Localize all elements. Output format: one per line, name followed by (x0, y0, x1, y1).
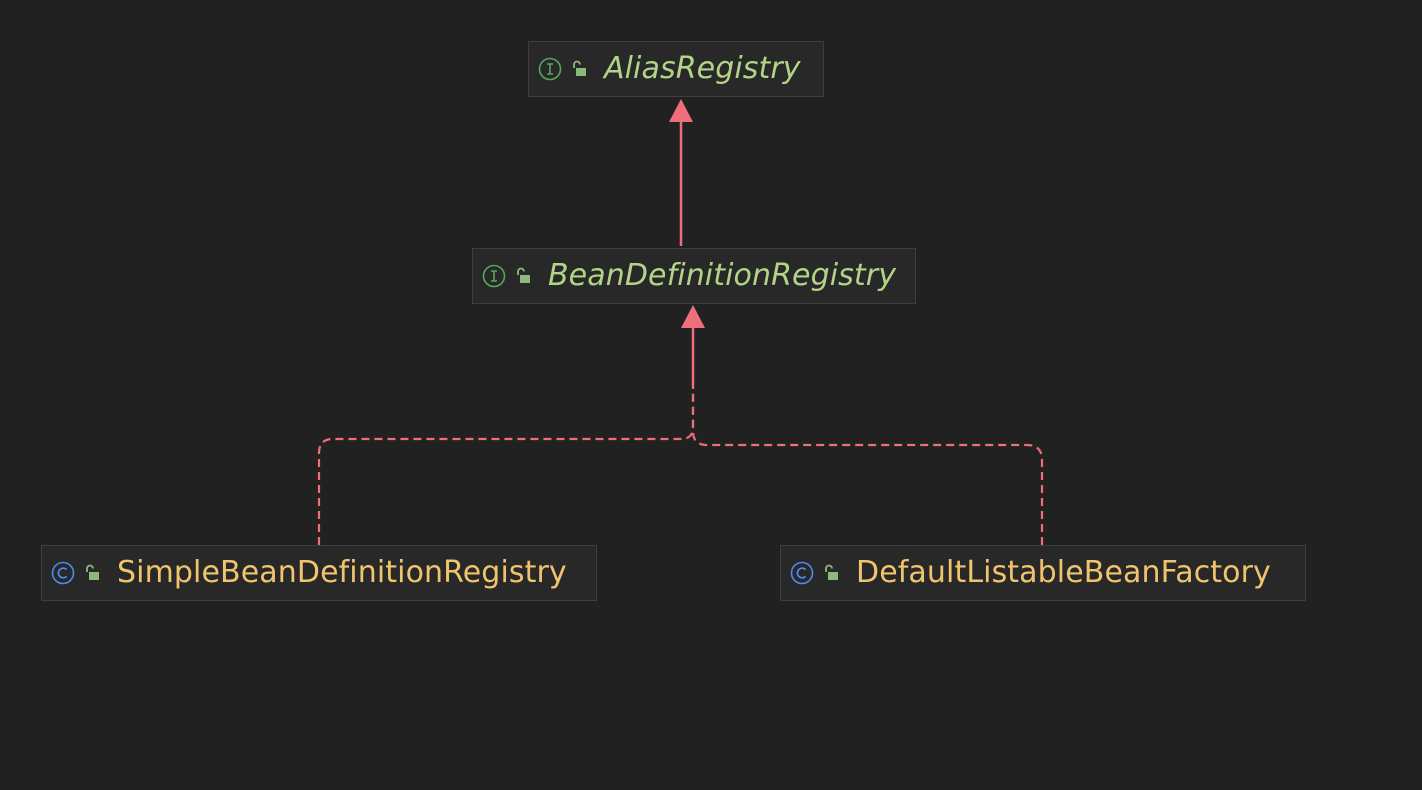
unlocked-lock-icon (86, 564, 99, 580)
edge-implements-arrowhead (681, 305, 705, 328)
unlocked-lock-icon (825, 564, 838, 580)
class-icon (51, 561, 75, 585)
node-default-listable-bean-factory[interactable]: DefaultListableBeanFactory (780, 545, 1306, 601)
unlocked-lock-icon (517, 267, 530, 283)
node-alias-registry[interactable]: AliasRegistry (528, 41, 824, 97)
node-label: SimpleBeanDefinitionRegistry (117, 555, 567, 590)
edge-implements-sbdr (317, 384, 695, 545)
node-bean-definition-registry[interactable]: BeanDefinitionRegistry (472, 248, 916, 304)
interface-icon (482, 264, 506, 288)
interface-icon (538, 57, 562, 81)
unlocked-lock-icon (573, 60, 586, 76)
node-label: BeanDefinitionRegistry (548, 258, 897, 293)
node-label: AliasRegistry (604, 51, 801, 86)
node-simple-bean-definition-registry[interactable]: SimpleBeanDefinitionRegistry (41, 545, 597, 601)
node-label: DefaultListableBeanFactory (856, 555, 1271, 590)
edge-implements-dlbf (691, 384, 1044, 545)
class-icon (790, 561, 814, 585)
edge-extends-arrowhead (669, 99, 693, 122)
